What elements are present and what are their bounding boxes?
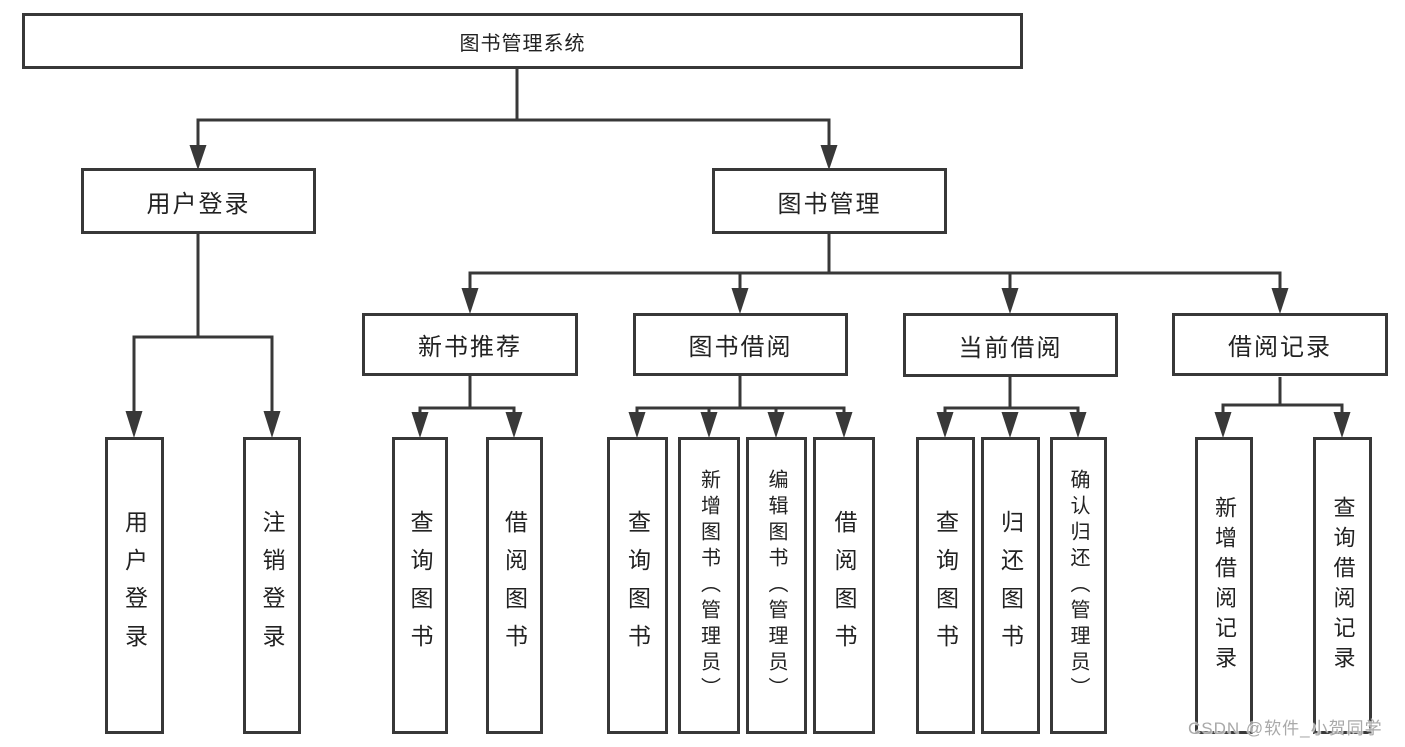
node-library-management-system: 图书管理系统 bbox=[22, 13, 1023, 69]
node-new-book-recommend: 新书推荐 bbox=[362, 313, 578, 376]
leaf-user-login: 用户登录 bbox=[105, 437, 164, 734]
leaf-logout-label: 注销登录 bbox=[259, 509, 285, 662]
leaf-query-borrow-record-label: 查询借阅记录 bbox=[1330, 495, 1356, 676]
node-user-login: 用户登录 bbox=[81, 168, 316, 234]
leaf-add-books-admin-label: 新增图书（管理员） bbox=[697, 468, 720, 703]
leaf-return-books: 归还图书 bbox=[981, 437, 1040, 734]
leaf-edit-books-admin-label: 编辑图书（管理员） bbox=[765, 468, 787, 703]
node-current-borrow: 当前借阅 bbox=[903, 313, 1118, 377]
leaf-query-books-2-label: 查询图书 bbox=[624, 509, 651, 662]
leaf-confirm-return-admin-label: 确认归还（管理员） bbox=[1067, 468, 1089, 703]
leaf-confirm-return-admin: 确认归还（管理员） bbox=[1050, 437, 1107, 734]
csdn-watermark: CSDN @软件_小贺同学 bbox=[1188, 719, 1383, 738]
leaf-add-books-admin: 新增图书（管理员） bbox=[678, 437, 740, 734]
leaf-query-books-3: 查询图书 bbox=[916, 437, 975, 734]
leaf-borrow-books-1-label: 借阅图书 bbox=[501, 509, 528, 662]
leaf-borrow-books-2-label: 借阅图书 bbox=[831, 509, 857, 662]
leaf-user-login-label: 用户登录 bbox=[121, 509, 148, 662]
leaf-borrow-books-1: 借阅图书 bbox=[486, 437, 543, 734]
node-book-management: 图书管理 bbox=[712, 168, 947, 234]
leaf-query-borrow-record: 查询借阅记录 bbox=[1313, 437, 1372, 734]
leaf-query-books-2: 查询图书 bbox=[607, 437, 668, 734]
leaf-add-borrow-record-label: 新增借阅记录 bbox=[1212, 495, 1237, 676]
node-book-borrow: 图书借阅 bbox=[633, 313, 848, 376]
leaf-query-books-3-label: 查询图书 bbox=[932, 509, 959, 662]
leaf-edit-books-admin: 编辑图书（管理员） bbox=[746, 437, 807, 734]
leaf-logout: 注销登录 bbox=[243, 437, 301, 734]
leaf-return-books-label: 归还图书 bbox=[997, 509, 1024, 662]
node-borrow-records: 借阅记录 bbox=[1172, 313, 1388, 376]
leaf-add-borrow-record: 新增借阅记录 bbox=[1195, 437, 1253, 734]
leaf-query-books-1: 查询图书 bbox=[392, 437, 448, 734]
leaf-borrow-books-2: 借阅图书 bbox=[813, 437, 875, 734]
leaf-query-books-1-label: 查询图书 bbox=[407, 509, 433, 662]
